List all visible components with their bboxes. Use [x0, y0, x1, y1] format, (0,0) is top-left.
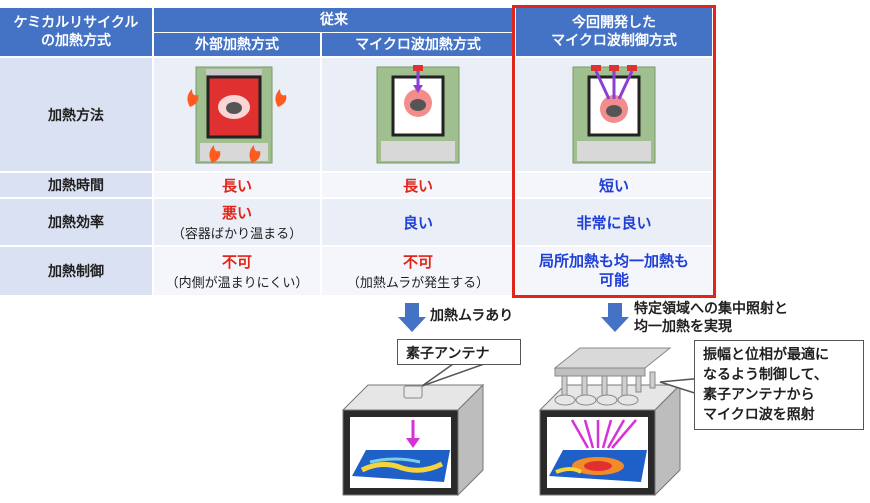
cell-method-microwave — [322, 58, 514, 171]
highlight-frame — [512, 5, 716, 298]
row-label-method: 加熱方法 — [0, 58, 152, 171]
row-label-time: 加熱時間 — [0, 173, 152, 197]
control-microwave-main: 不可 — [402, 253, 433, 271]
down-arrow-right-icon — [601, 303, 629, 332]
cell-time-new: 短い — [516, 173, 712, 197]
cell-control-external: 不可 （内側が温まりにくい） — [154, 247, 320, 295]
controlled-chamber — [538, 347, 682, 497]
microwave-heating-illustration — [376, 64, 460, 163]
control-external-main: 不可 — [221, 253, 252, 271]
efficiency-external-note: （容器ばかり温まる） — [171, 227, 303, 242]
group-header-conventional: 従来 — [154, 8, 514, 32]
column-header-new-method: 今回開発した マイクロ波制御方式 — [516, 8, 712, 56]
cell-efficiency-new: 非常に良い — [516, 199, 712, 245]
cell-control-microwave: 不可 （加熱ムラが発生する） — [322, 247, 514, 295]
control-note-callout: 振幅と位相が最適に なるよう制御して、 素子アンテナから マイクロ波を照射 — [694, 340, 864, 430]
cell-efficiency-microwave: 良い — [322, 199, 514, 245]
cell-efficiency-external: 悪い （容器ばかり温まる） — [154, 199, 320, 245]
cell-method-new — [516, 58, 712, 171]
row-label-control: 加熱制御 — [0, 247, 152, 295]
column-header-external: 外部加熱方式 — [154, 33, 320, 56]
down-arrow-left-icon — [398, 303, 426, 332]
cell-control-new: 局所加熱も均一加熱も 可能 — [516, 247, 712, 295]
cell-method-external — [154, 58, 320, 171]
row-label-efficiency: 加熱効率 — [0, 199, 152, 245]
column-header-microwave: マイクロ波加熱方式 — [322, 33, 514, 56]
focused-uniform-heating-label: 特定領域への集中照射と 均一加熱を実現 — [634, 301, 788, 335]
control-microwave-note: （加熱ムラが発生する） — [346, 276, 490, 291]
uneven-heating-label: 加熱ムラあり — [430, 308, 514, 324]
antenna-label-callout: 素子アンテナ — [397, 339, 521, 365]
external-heating-illustration — [187, 66, 287, 163]
cell-time-microwave: 長い — [322, 173, 514, 197]
cell-time-external: 長い — [154, 173, 320, 197]
corner-header: ケミカルリサイクル の加熱方式 — [0, 8, 152, 56]
control-external-note: （内側が温まりにくい） — [165, 276, 309, 291]
microwave-control-illustration — [572, 64, 656, 163]
conventional-chamber — [341, 383, 485, 497]
efficiency-external-main: 悪い — [221, 204, 252, 222]
